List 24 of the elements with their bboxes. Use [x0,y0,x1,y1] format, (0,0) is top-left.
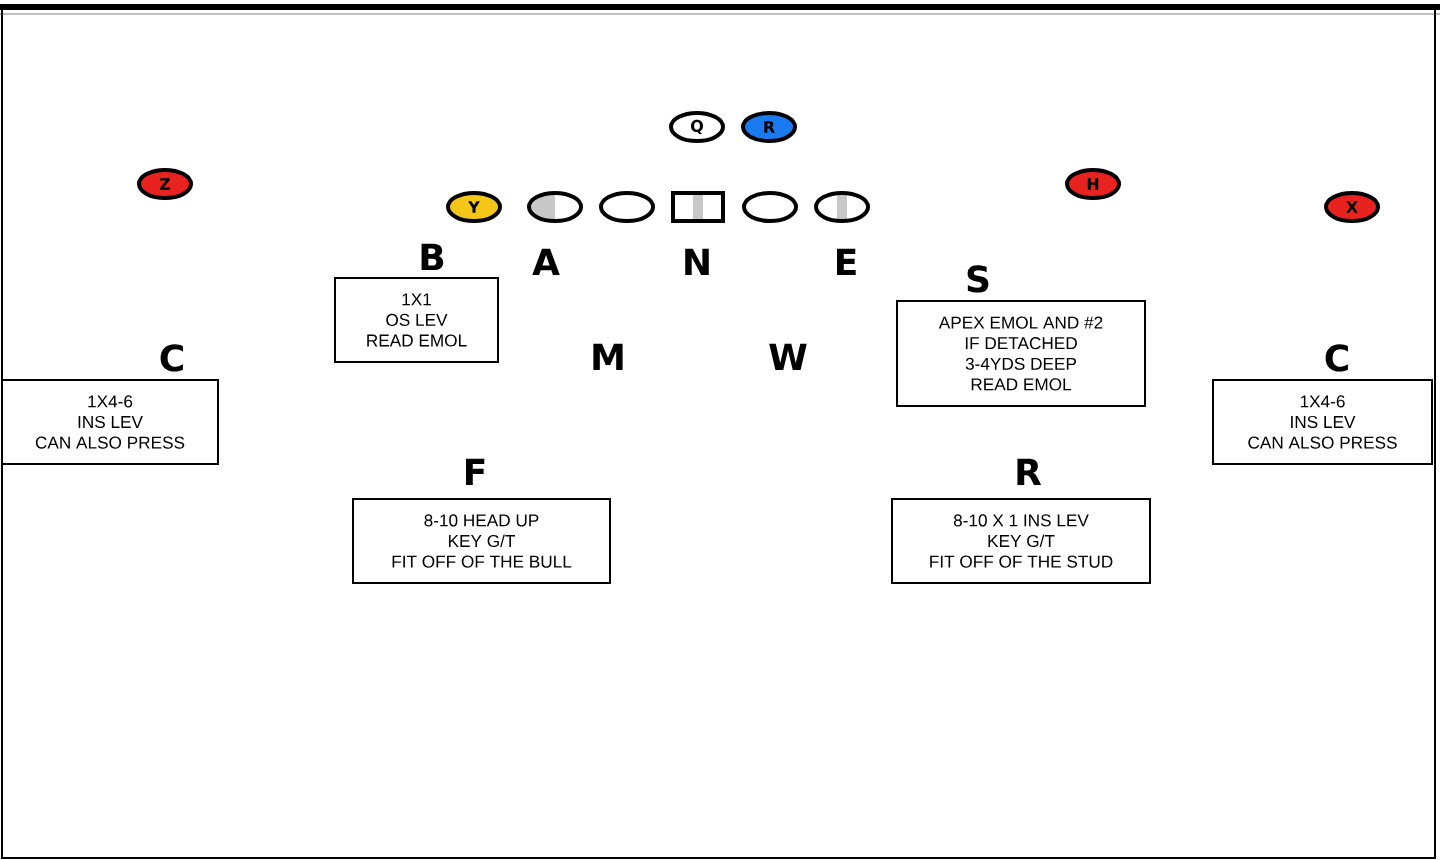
lineman-oval [814,191,870,223]
node-label: APEX EMOL AND #2 [938,316,1103,329]
node-label: READ EMOL [971,378,1072,391]
position-letter: B [421,243,444,271]
lineman-square [671,191,725,223]
assignment-box: 1X1 OS LEV READ EMOL [334,277,499,363]
position-letter: A [532,248,560,276]
assignment-box: APEX EMOL AND #2 IF DETACHED 3-4YDS DEEP READ EMOL [896,300,1146,407]
position-letter: N [685,248,709,276]
assignment-box: 1X4-6 INS LEV CAN ALSO PRESS [1212,379,1433,465]
position-letter: C [160,344,183,372]
assignment-box: 1X4-6 INS LEV CAN ALSO PRESS [1,379,219,465]
position-letter: E [837,248,856,276]
position-letter: S [967,265,989,293]
position-letter: C [1325,344,1348,372]
lineman-oval [527,191,583,223]
node-label: 3-4YDS DEEP [965,357,1076,370]
node-label: IF DETACHED [965,337,1077,350]
assignment-box: 8-10 X 1 INS LEV KEY G/T FIT OFF OF THE STUD [891,498,1151,584]
position-letter: R [1017,458,1042,486]
assignment-box: 8-10 HEAD UP KEY G/T FIT OFF OF THE BULL [352,498,611,584]
position-letter: F [466,458,485,486]
position-letter: W [769,343,807,371]
position-letter: M [593,343,623,371]
